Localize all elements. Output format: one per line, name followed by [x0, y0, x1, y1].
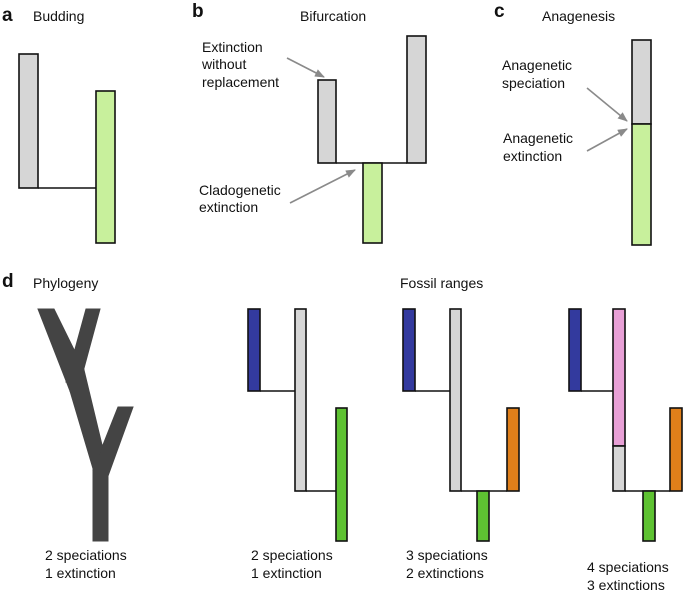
arrow-cladogenetic-extinction	[289, 169, 356, 204]
range-pink	[612, 308, 626, 447]
phylogeny-branch-upper	[65, 308, 101, 384]
panel-c-annotation-top-line1: Anagenetic	[502, 57, 572, 73]
panel-d-title-phylogeny: Phylogeny	[33, 275, 98, 291]
range-blue	[247, 308, 261, 392]
fossil-ranges-1	[247, 308, 348, 542]
range-orange	[669, 407, 683, 492]
panel-c-annotation-bottom-line1: Anagenetic	[503, 130, 573, 146]
panel-a: a Budding	[2, 5, 116, 244]
panel-c-annotation-bottom-line2: extinction	[503, 148, 562, 164]
panel-c: c Anagenesis Anagenetic speciation Anage…	[494, 1, 652, 246]
anagenesis-descendant-range	[631, 39, 652, 125]
range-grey	[612, 445, 626, 492]
budding-descendant-range	[95, 90, 116, 244]
bifurcation-right-range	[406, 35, 427, 164]
panel-b-annotation-top-line3: replacement	[202, 74, 279, 90]
panel-b: b Bifurcation Extinction without replace…	[192, 1, 427, 244]
caption-fossil-3-line1: 4 speciations	[587, 559, 669, 575]
caption-fossil-2-line1: 3 speciations	[406, 547, 488, 563]
arrow-anagenetic-extinction	[586, 128, 628, 152]
range-grey	[449, 308, 462, 492]
arrow-anagenetic-speciation	[586, 87, 628, 122]
caption-fossil-3-line2: 3 extinctions	[587, 577, 665, 593]
bifurcation-ancestor-range	[362, 162, 383, 244]
fossil-ranges-3	[568, 308, 683, 542]
panel-d-letter: d	[2, 271, 14, 292]
panel-a-title: Budding	[33, 8, 84, 24]
anagenesis-ancestor-range	[631, 123, 652, 246]
panel-b-annotation-bottom-line2: extinction	[199, 199, 258, 215]
panel-c-title: Anagenesis	[542, 8, 615, 24]
range-grey	[294, 308, 307, 492]
budding-ancestor-range	[18, 53, 39, 189]
range-green	[335, 407, 348, 542]
caption-phylogeny-line1: 2 speciations	[45, 547, 127, 563]
phylogeny-tree	[37, 308, 134, 542]
panel-d-title-fossil-ranges: Fossil ranges	[400, 275, 483, 291]
bifurcation-left-range	[317, 79, 337, 164]
fossil-ranges-2	[402, 308, 520, 542]
caption-fossil-2-line2: 2 extinctions	[406, 565, 484, 581]
arrow-extinction-without-replacement	[286, 57, 325, 78]
panel-b-letter: b	[192, 1, 204, 22]
panel-b-annotation-top-line1: Extinction	[202, 39, 263, 55]
caption-fossil-1-line1: 2 speciations	[251, 547, 333, 563]
panel-c-annotation-top-line2: speciation	[502, 75, 565, 91]
caption-phylogeny-line2: 1 extinction	[45, 565, 116, 581]
caption-fossil-1-line2: 1 extinction	[251, 565, 322, 581]
range-green	[476, 490, 490, 542]
panel-b-annotation-bottom-line1: Cladogenetic	[199, 182, 281, 198]
panel-b-title: Bifurcation	[300, 8, 366, 24]
phylogeny-trunk	[92, 464, 109, 542]
range-orange	[506, 407, 520, 492]
panel-d: d Phylogeny Fossil ranges	[2, 271, 683, 593]
range-blue	[568, 308, 582, 392]
panel-c-letter: c	[494, 1, 505, 22]
range-green	[642, 490, 656, 542]
panel-b-annotation-top-line2: without	[201, 56, 246, 72]
panel-a-letter: a	[2, 5, 13, 26]
range-blue	[402, 308, 416, 392]
